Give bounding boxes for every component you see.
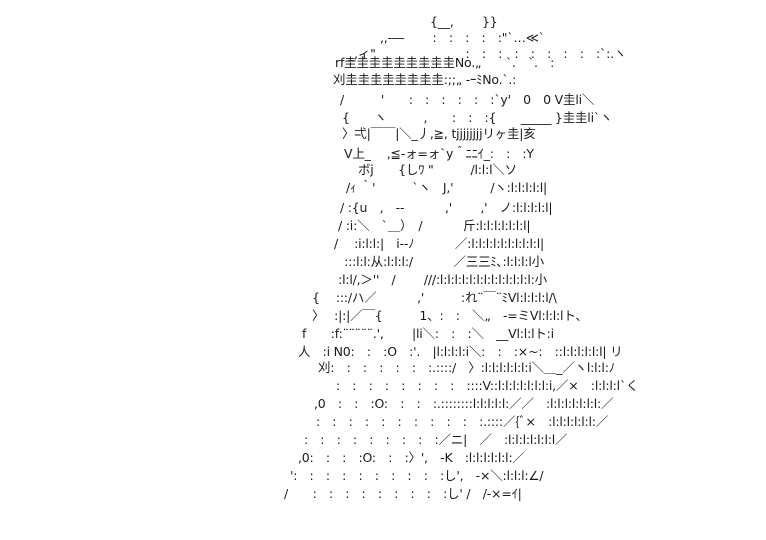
- art-line: _,ィ" : : : : : : : : :`:.ヽ: [348, 46, 627, 61]
- art-line: : : : : : : : : : : :.::::／{ﾞ× :l:l:l:l:…: [316, 414, 609, 429]
- art-line: V上_ ,≦-ォ=ォ`y＾ﾆﾆｲ_: : :Y: [344, 146, 534, 161]
- art-line: :l:l/,＞'' / ///:l:l:l:l:l:l:l:l:l:l:l:l:…: [322, 272, 547, 287]
- art-line: : : : : : : : : ::::V::l:l:l:l:l:l:l:i,／…: [336, 378, 639, 393]
- art-line: / ' : : : : : :`y' 0 0 V圭li＼: [340, 92, 595, 107]
- art-line: / :i:＼ `＿） / 斤:l:l:l:l:l:l:l|: [338, 218, 531, 233]
- art-line: /ｨ ｀' `ヽ J,' /ヽ:l:l:l:l:l|: [346, 180, 548, 195]
- art-line: {__, }}: [430, 14, 498, 29]
- art-line: / :i:l:l:| i-‐ﾉ ／:l:l:l:l:l:l:l:l:l:l|: [334, 236, 545, 251]
- art-line: 刈圭圭圭圭圭圭圭圭:;;„ -ｰﾐNo.`.:: [333, 72, 517, 87]
- art-line: / :{u , -- ,' ,' ノ:l:l:l:l:l|: [340, 200, 553, 215]
- art-line: 刈: : : : : : :.::::/ 〉:l:l:l:l:l:l:i＼＿_／…: [318, 360, 615, 375]
- art-line: 人 :i N0: : :O :'. |l:l:l:l:i＼: : :×~: ::…: [298, 344, 623, 359]
- art-line: ': : : : : : : : : :し', ‐×＼:l:l:l:∠/: [290, 468, 544, 483]
- art-line: { :::/ハ／ ,' :れ¨￣¨ﾐVl:l:l:l:l/\: [312, 290, 557, 305]
- art-line: ,,-― : : : : :"`…≪`: [380, 30, 545, 45]
- art-line: f :f:¨¨¨¨¨.', |li＼: : :＼ __Vl:l:lト:i: [302, 326, 554, 341]
- art-line: ,0: : : :O: : :〉', ‐K :l:l:l:l:l:l:／: [298, 450, 525, 465]
- art-line: { ヽ , : : :{ _____ }圭圭li`ヽ: [342, 110, 613, 125]
- art-line: ,0 : : :O: : : :.::::::::l:l:l:l:l:／／ :l…: [314, 396, 614, 411]
- art-line: rf圭圭圭圭圭圭圭圭圭No.„ `. `. :: [335, 55, 555, 70]
- art-line: 〉弌|￣￣|＼_丿,≧, tjjjjjjjjリヶ圭|亥: [342, 126, 536, 141]
- art-line: ボj {しﾜ " /l:l:l＼ソ: [358, 162, 517, 177]
- art-line: / : : : : : : : : :し' / /‐×=ｲ|: [284, 486, 522, 501]
- art-line: : : : : : : : : :／ニ| ／ :l:l:l:l:l:l:l／: [304, 432, 568, 447]
- art-line: :::l:l:从:l:l:l:/ ／三三ﾐ､:l:l:l:l小: [328, 254, 544, 269]
- art-line: 〉 :|:|／￣{ 1、: : ＼„ -=ミVl:l:l:lト、: [312, 308, 588, 323]
